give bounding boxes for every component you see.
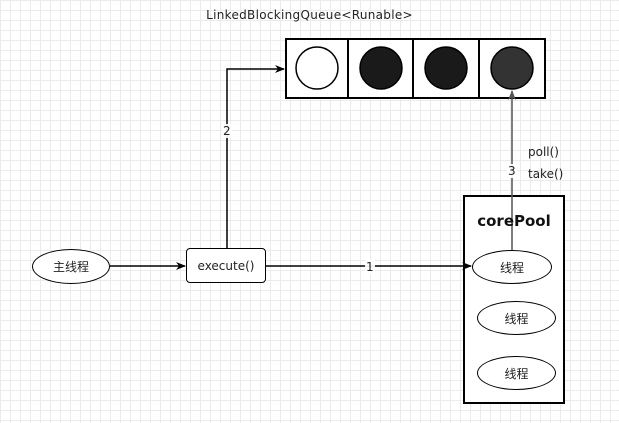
worker-thread-label: 线程: [504, 311, 529, 326]
edge-execute-to-queue: [226, 65, 285, 248]
method-label-take: take(): [528, 167, 564, 181]
edge-label-1: 1: [365, 260, 375, 274]
main-thread-node: 主线程: [32, 249, 110, 284]
worker-thread-label: 线程: [499, 260, 524, 275]
method-label-poll: poll(): [528, 145, 559, 159]
queue-task-4: [490, 46, 534, 90]
queue-task-2: [359, 46, 403, 90]
queue-container: [285, 38, 546, 99]
queue-task-3: [424, 46, 468, 90]
main-thread-label: 主线程: [52, 260, 89, 274]
edge-label-2: 2: [222, 124, 232, 138]
execute-node: execute(): [186, 248, 266, 283]
edge-label-3: 3: [507, 164, 517, 178]
worker-thread-2: 线程: [477, 301, 556, 335]
execute-label: execute(): [197, 258, 255, 273]
worker-thread-3: 线程: [477, 356, 556, 390]
queue-task-1: [295, 46, 339, 90]
worker-thread-1: 线程: [472, 250, 552, 284]
core-pool-title: corePool: [477, 212, 551, 230]
queue-title: LinkedBlockingQueue<Runable>: [206, 8, 413, 22]
worker-thread-label: 线程: [504, 366, 529, 381]
